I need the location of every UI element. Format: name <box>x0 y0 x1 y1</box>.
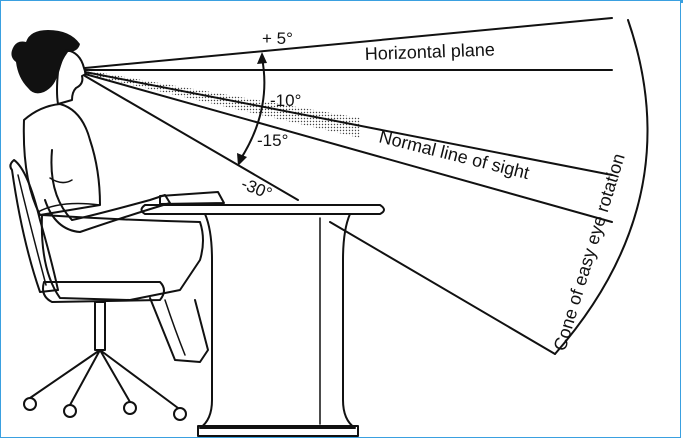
minus10-label: -10° <box>270 91 301 110</box>
face <box>56 49 87 105</box>
arc-path <box>239 57 266 161</box>
angle-arc <box>237 52 267 166</box>
hair <box>11 30 80 94</box>
arc-arrow-down <box>237 153 247 166</box>
chair-post <box>94 301 106 351</box>
lap <box>40 214 204 301</box>
cone-arc <box>554 19 649 355</box>
cone-label: Cone of easy eye rotation <box>550 151 629 353</box>
desk <box>140 191 385 437</box>
chair-wheel-2 <box>63 404 77 418</box>
chair-wheel-3 <box>123 401 137 415</box>
plus5-label: + 5° <box>262 29 293 48</box>
plus5-line <box>84 17 613 69</box>
chair-seat <box>42 281 165 303</box>
minus30-label: -30° <box>239 174 275 203</box>
desk-base <box>197 425 359 437</box>
seated-woman <box>11 30 209 363</box>
chair-wheel-4 <box>173 407 187 421</box>
horizontal-plane-label: Horizontal plane <box>364 39 495 64</box>
torso <box>22 103 101 216</box>
minus30-line-upper <box>84 75 299 201</box>
arm <box>44 149 171 233</box>
waist-line <box>37 202 101 213</box>
desk-top <box>140 204 385 215</box>
sight-lines <box>84 17 613 355</box>
desk-pedestal <box>199 213 356 429</box>
skirt-fold <box>164 299 186 356</box>
minus15-label: -15° <box>257 131 288 150</box>
sleeve <box>49 177 73 184</box>
keyboard <box>159 191 225 205</box>
chair-legs <box>29 349 179 409</box>
chair-wheel-1 <box>23 397 37 411</box>
shaded-zone <box>85 70 360 138</box>
arc-arrow-up <box>257 52 267 64</box>
minus30-line-lower <box>329 221 556 355</box>
minus10-line <box>84 71 613 176</box>
minus15-line <box>84 73 613 223</box>
chair <box>9 159 187 421</box>
lower-leg <box>149 297 209 363</box>
chair-back <box>9 159 59 293</box>
chair-back-inner <box>17 174 47 286</box>
